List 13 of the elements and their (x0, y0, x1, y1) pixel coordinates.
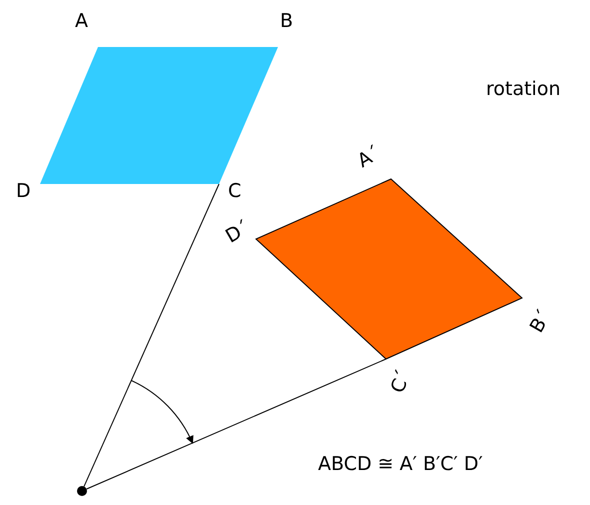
center-point (77, 486, 87, 496)
vertex-label: C´ (388, 368, 414, 396)
vertex-label: B´ (527, 306, 556, 336)
ray-line (84, 184, 220, 487)
vertex-label: D (16, 182, 31, 201)
ray-line (86, 358, 386, 490)
title-label: rotation (486, 80, 561, 99)
vertex-label: A´ (354, 144, 384, 172)
congruence-note: ABCD ≅ A′ B′C′ D′ (318, 455, 483, 474)
vertex-label: A (75, 12, 88, 31)
vertex-label: D´ (222, 218, 254, 247)
vertex-label: B (280, 12, 294, 31)
vertex-label: C (228, 182, 242, 201)
